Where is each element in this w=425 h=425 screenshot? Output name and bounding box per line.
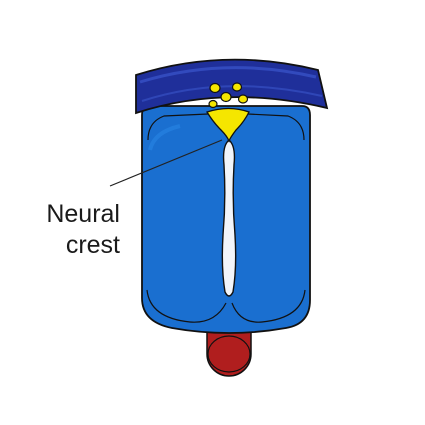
ectoderm-band <box>135 58 329 115</box>
neural-crest-label-line1: Neural <box>46 200 120 228</box>
neural-crest-cells <box>206 82 250 143</box>
label-leader-line <box>109 139 223 187</box>
neural-crest-label-line2: crest <box>65 231 120 259</box>
neural-tube-lumen <box>221 139 237 297</box>
